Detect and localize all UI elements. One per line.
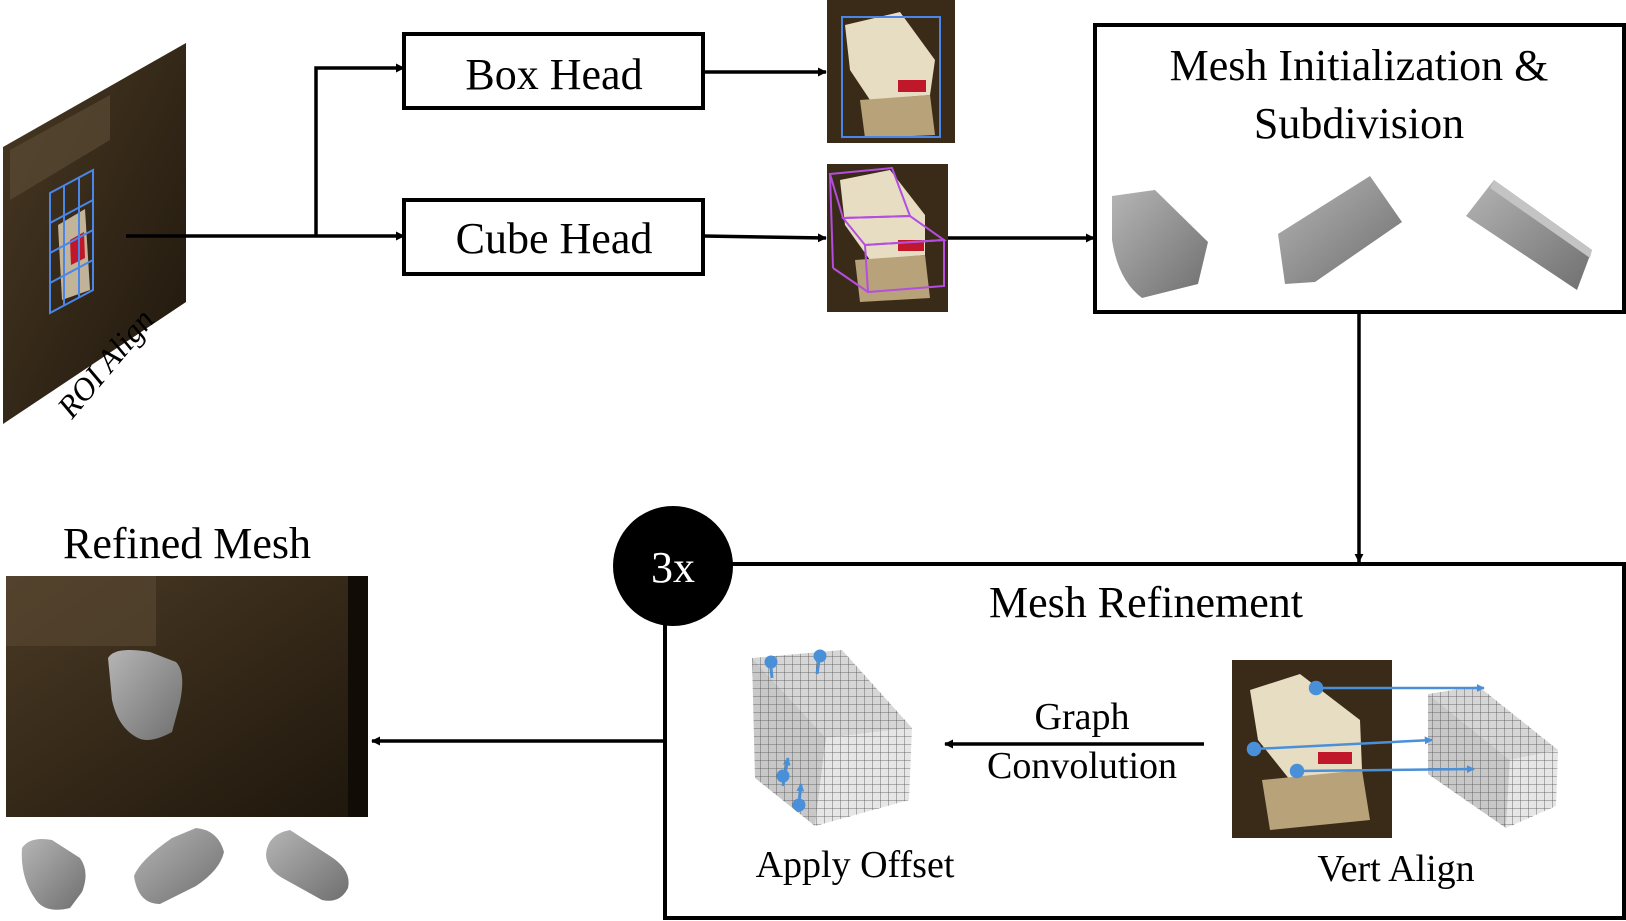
apply-offset-label: Apply Offset <box>756 844 955 886</box>
vert-align-label: Vert Align <box>1317 848 1474 890</box>
mesh-init-title-line1: Mesh Initialization & <box>1170 41 1549 90</box>
apply-offset-mesh-icon <box>752 649 912 826</box>
cube-head-output-arrow <box>702 233 827 243</box>
refined-mesh-title: Refined Mesh <box>63 519 311 568</box>
vert-align-sampling-arrows <box>1246 680 1485 779</box>
graph-convolution-label-line2: Convolution <box>987 745 1177 787</box>
mesh-init-title-line2: Subdivision <box>1254 99 1464 148</box>
graph-convolution-label-line1: Graph <box>1035 696 1130 738</box>
box-head-block <box>402 32 705 110</box>
roi-feature-map <box>3 43 186 424</box>
repeat-badge-label: 3x <box>651 543 695 592</box>
refined-mesh-scene-icon <box>6 576 368 817</box>
vertex-offset-arrows-icon <box>764 649 827 813</box>
roi-grid-icon <box>49 168 94 315</box>
refined-mesh-variants-icon <box>21 828 349 910</box>
cube-prediction-icon <box>827 164 948 312</box>
box-prediction-icon <box>827 0 955 143</box>
cube-head-label: Cube Head <box>456 214 653 263</box>
mesh-refinement-title: Mesh Refinement <box>989 578 1303 627</box>
vert-align-mesh-icon <box>1428 686 1558 828</box>
repeat-badge <box>613 506 733 626</box>
mesh-init-shape-icon <box>1112 176 1592 298</box>
roi-split-connector <box>126 63 405 241</box>
box-head-label: Box Head <box>465 50 642 99</box>
